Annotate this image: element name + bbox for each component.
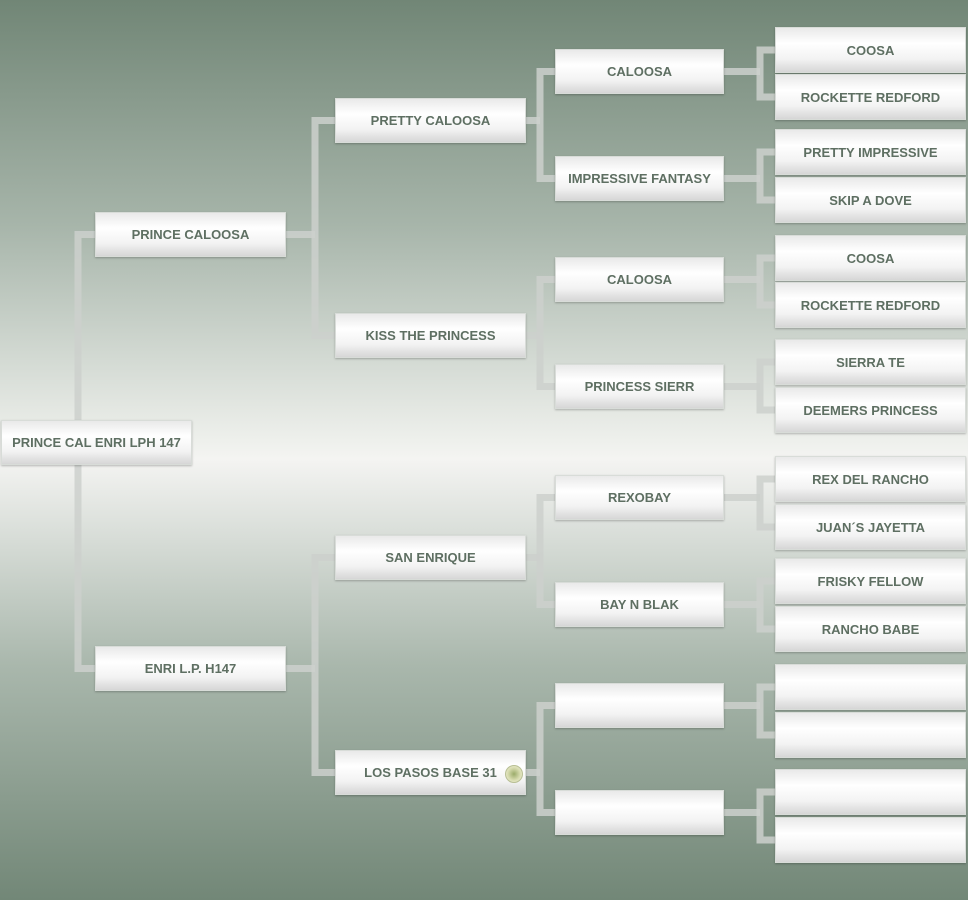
horse-name: KISS THE PRINCESS (365, 328, 496, 343)
connector-line (536, 276, 555, 390)
connector-line (536, 68, 555, 182)
ancestor-box[interactable]: ENRI L.P. H147 (95, 646, 286, 691)
ancestor-box[interactable]: KISS THE PRINCESS (335, 313, 526, 358)
subject-box[interactable]: PRINCE CAL ENRI LPH 147 (1, 420, 192, 465)
ancestor-box[interactable]: RANCHO BABE (775, 606, 966, 652)
horse-name: CALOOSA (607, 272, 672, 287)
connector-line (311, 117, 335, 339)
ancestor-box[interactable]: JUAN´S JAYETTA (775, 504, 966, 550)
ancestor-box[interactable]: ROCKETTE REDFORD (775, 282, 966, 328)
horse-name: SAN ENRIQUE (385, 550, 476, 565)
ancestor-box[interactable]: PRINCE CALOOSA (95, 212, 286, 257)
horse-name: PRETTY IMPRESSIVE (803, 144, 938, 160)
ancestor-box[interactable]: COOSA (775, 235, 966, 281)
connector-line (756, 475, 775, 531)
ancestor-box[interactable]: SKIP A DOVE (775, 177, 966, 223)
ancestor-box[interactable]: CALOOSA (555, 49, 724, 94)
ancestor-box[interactable]: ROCKETTE REDFORD (775, 74, 966, 120)
connector-line (536, 494, 555, 608)
connector-line (756, 683, 775, 739)
ancestor-box[interactable]: SIERRA TE (775, 339, 966, 385)
ancestor-box[interactable] (775, 712, 966, 758)
horse-name: RANCHO BABE (821, 621, 920, 637)
horse-name: COOSA (846, 42, 895, 58)
ancestor-box[interactable] (775, 664, 966, 710)
connector-line (756, 577, 775, 633)
horse-name: COOSA (846, 250, 895, 266)
horse-name: ROCKETTE REDFORD (800, 297, 941, 313)
ancestor-box[interactable]: REXOBAY (555, 475, 724, 520)
connector-line (756, 358, 775, 414)
ancestor-box[interactable]: FRISKY FELLOW (775, 558, 966, 604)
connector-line (756, 46, 775, 101)
ancestor-box[interactable]: PRETTY IMPRESSIVE (775, 129, 966, 175)
horse-name: PRINCESS SIERR (584, 379, 695, 394)
horse-name: IMPRESSIVE FANTASY (568, 171, 711, 186)
connector-line (311, 554, 335, 776)
ancestor-box[interactable]: PRINCESS SIERR (555, 364, 724, 409)
horse-name: BAY N BLAK (600, 597, 679, 612)
horse-name: PRINCE CAL ENRI LPH 147 (12, 435, 181, 450)
horse-name: PRETTY CALOOSA (370, 113, 491, 128)
ancestor-box[interactable]: COOSA (775, 27, 966, 73)
horse-name: ROCKETTE REDFORD (800, 89, 941, 105)
horse-name: LOS PASOS BASE 31 (364, 765, 497, 780)
ancestor-box[interactable] (555, 683, 724, 728)
ancestor-box[interactable] (775, 817, 966, 863)
horse-name: SKIP A DOVE (829, 192, 912, 208)
ancestor-box[interactable]: SAN ENRIQUE (335, 535, 526, 580)
horse-name: DEEMERS PRINCESS (803, 402, 938, 418)
connector-line (756, 148, 775, 204)
ancestor-box[interactable]: BAY N BLAK (555, 582, 724, 627)
horse-name: REX DEL RANCHO (812, 471, 929, 487)
ancestor-box[interactable]: DEEMERS PRINCESS (775, 387, 966, 433)
horse-name: REXOBAY (607, 490, 672, 505)
ancestor-box[interactable] (555, 790, 724, 835)
connector-line (756, 788, 775, 844)
ancestor-box[interactable]: LOS PASOS BASE 31 (335, 750, 526, 795)
ancestor-box[interactable]: CALOOSA (555, 257, 724, 302)
connector-line (536, 702, 555, 816)
ancestor-box[interactable]: REX DEL RANCHO (775, 456, 966, 502)
ancestor-box[interactable]: IMPRESSIVE FANTASY (555, 156, 724, 201)
seal-icon (505, 765, 523, 783)
ancestor-box[interactable] (775, 769, 966, 815)
horse-name: CALOOSA (607, 64, 672, 79)
ancestor-box[interactable]: PRETTY CALOOSA (335, 98, 526, 143)
horse-name: PRINCE CALOOSA (131, 227, 250, 242)
horse-name: SIERRA TE (836, 354, 905, 370)
horse-name: ENRI L.P. H147 (144, 661, 237, 676)
horse-name: FRISKY FELLOW (817, 573, 924, 589)
connector-line (756, 254, 775, 309)
horse-name: JUAN´S JAYETTA (815, 519, 926, 535)
